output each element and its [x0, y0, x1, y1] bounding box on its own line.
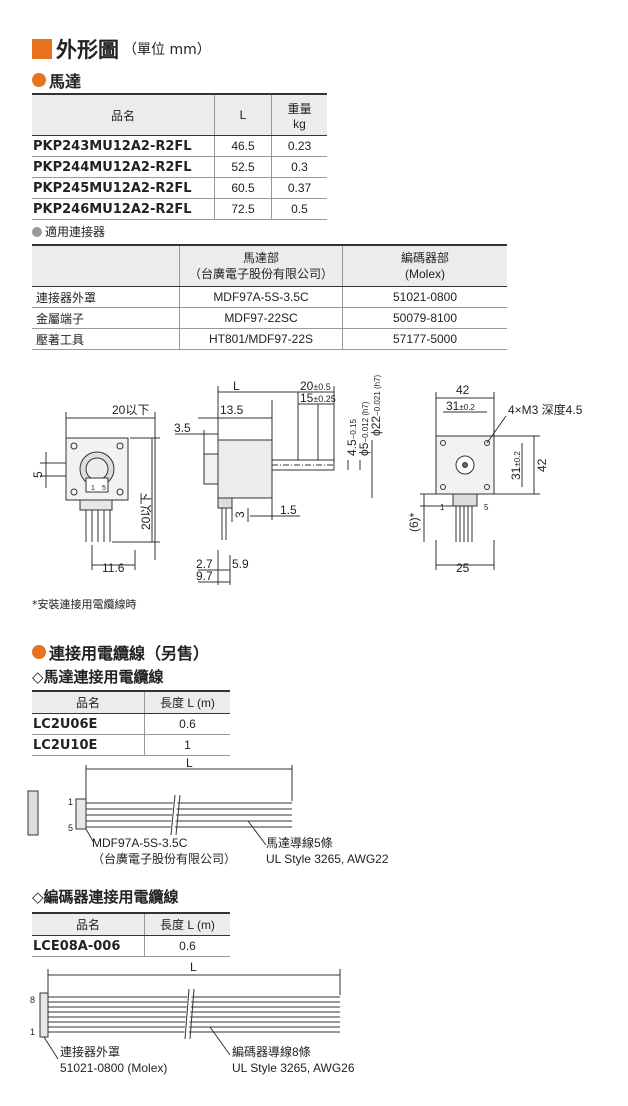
dim-side-1-5: 1.5 [280, 503, 297, 517]
pin-label: 8 [30, 995, 35, 1005]
dim-front-bottom: 11.6 [102, 561, 125, 575]
dim-side-5-9: 5.9 [232, 557, 249, 571]
encoder-wire-label: 編碼器導線8條 [232, 1044, 311, 1059]
dim-rear-31: 31±0.2 [446, 399, 475, 413]
encoder-connector-part: 51021-0800 (Molex) [60, 1061, 167, 1075]
motor-heading: 馬達 [32, 68, 81, 92]
title-main: 外形圖 [56, 38, 119, 62]
encoder-wire-spec: UL Style 3265, AWG26 [232, 1061, 355, 1075]
dim-rear-42v: 42 [535, 458, 549, 472]
dim-rear-screw: 4×M3 深度4.5 [508, 402, 583, 417]
cable-length-label: L [186, 756, 193, 770]
motor-connector-label: MDF97A-5S-3.5C [92, 836, 188, 850]
connector-heading: 適用連接器 [32, 223, 105, 240]
dim-side-3: 3 [233, 511, 247, 518]
dim-front-top: 20以下 [112, 403, 149, 417]
rear-view [420, 392, 540, 570]
motor-heading-text: 馬達 [49, 72, 82, 91]
dim-side-13-5: 13.5 [220, 403, 244, 417]
orange-dot-icon [32, 73, 46, 87]
dim-front-right: 20以下 [139, 493, 153, 530]
motor-outline-drawing: 20以下 5 20以下 11.6 1 5 L 13.5 3.5 20±0.5 1… [31, 374, 583, 585]
cables-heading: 連接用電纜線（另售） [32, 640, 209, 664]
orange-square-icon [32, 39, 52, 59]
pin-label: 1 [440, 503, 445, 512]
dim-side-L: L [233, 379, 240, 393]
dim-side-3-5: 3.5 [174, 421, 191, 435]
dim-rear-42: 42 [456, 383, 470, 397]
dim-side-9-7: 9.7 [196, 569, 213, 583]
col-header-L: L [214, 93, 272, 136]
side-view [175, 386, 373, 585]
motor-cable-drawing: L 1 5 MDF97A-5S-3.5C （台廣電子股份有限公司） 馬達導線5條… [27, 756, 389, 866]
pin-label: 1 [91, 485, 95, 492]
title-unit: （單位 mm） [123, 42, 211, 58]
dim-side-4-5: 4.5−0.15 [345, 419, 359, 456]
cable-length-label: L [190, 960, 197, 974]
dim-side-2-7: 2.7 [196, 557, 213, 571]
dim-rear-6: (6)* [407, 512, 421, 532]
encoder-cable-heading: ◇編碼器連接用電纜線 [32, 888, 179, 906]
motor-connector-maker: （台廣電子股份有限公司） [92, 851, 236, 866]
dim-rear-25: 25 [456, 561, 470, 575]
col-header-name: 品名 [32, 93, 215, 136]
orange-dot-icon [32, 645, 46, 659]
dim-side-15: 15±0.25 [300, 391, 336, 405]
gray-dot-icon [32, 226, 42, 237]
dim-side-phi22: ϕ22−0.021 (h7) [369, 374, 383, 436]
front-view [40, 412, 160, 570]
dim-side-20: 20±0.5 [300, 379, 331, 393]
pin-label: 5 [68, 823, 73, 833]
motor-wire-spec: UL Style 3265, AWG22 [266, 852, 389, 866]
motor-cable-heading: ◇馬達連接用電纜線 [32, 668, 164, 686]
motor-wire-label: 馬達導線5條 [266, 835, 333, 850]
pin-label: 1 [68, 797, 73, 807]
col-header-blank [32, 244, 180, 287]
pin-label: 1 [30, 1027, 35, 1037]
dim-side-phi5: ϕ5−0.012 (h7) [357, 401, 371, 456]
dim-rear-31v: 31±0.2 [509, 451, 523, 480]
col-header-encoder: 編碼器部(Molex) [342, 244, 507, 287]
pin-label: 5 [102, 485, 106, 492]
drawing-footnote: *安裝連接用電纜線時 [32, 598, 137, 611]
dim-front-left: 5 [31, 471, 45, 478]
encoder-connector-label: 連接器外罩 [60, 1044, 120, 1059]
encoder-cable-drawing: L 8 1 連接器外罩 51021-0800 (Molex) 編碼器導線8條 U… [30, 960, 355, 1075]
page-title: 外形圖 （單位 mm） [32, 34, 211, 64]
col-header-motor: 馬達部（台廣電子股份有限公司） [179, 244, 343, 287]
pin-label: 5 [484, 503, 489, 512]
